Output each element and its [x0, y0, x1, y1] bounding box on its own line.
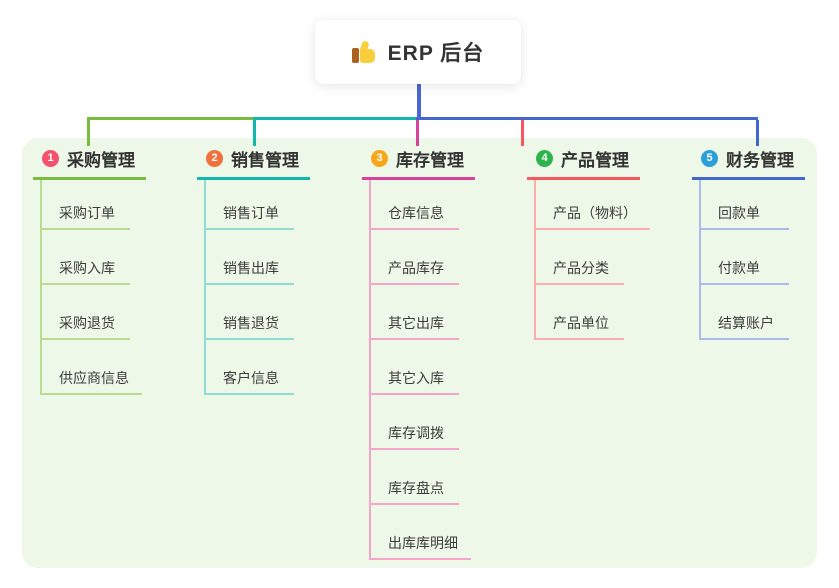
child-node[interactable]: 采购订单	[42, 180, 130, 230]
child-node[interactable]: 产品（物料）	[536, 180, 650, 230]
child-node[interactable]: 回款单	[701, 180, 789, 230]
thumbs-up-icon	[351, 40, 378, 63]
child-node[interactable]: 采购退货	[42, 285, 130, 340]
child-node[interactable]: 产品库存	[371, 230, 459, 285]
branch-label: 销售管理	[231, 150, 299, 170]
child-node[interactable]: 产品分类	[536, 230, 624, 285]
child-node[interactable]: 库存调拨	[371, 395, 459, 450]
bus-line	[87, 117, 254, 120]
child-node[interactable]: 仓库信息	[371, 180, 459, 230]
branch-header[interactable]: 3 库存管理	[362, 146, 475, 180]
branch-number-badge: 5	[701, 149, 718, 167]
child-node[interactable]: 采购入库	[42, 230, 130, 285]
branch-number-badge: 1	[42, 149, 59, 167]
child-node[interactable]: 付款单	[701, 230, 789, 285]
child-node[interactable]: 销售出库	[206, 230, 294, 285]
child-node[interactable]: 供应商信息	[42, 340, 142, 395]
branch-header[interactable]: 5 财务管理	[692, 146, 805, 180]
branch-label: 采购管理	[67, 150, 135, 170]
branch-children: 产品（物料）产品分类产品单位	[534, 180, 650, 340]
child-node[interactable]: 结算账户	[701, 285, 789, 340]
child-node[interactable]: 其它入库	[371, 340, 459, 395]
child-node[interactable]: 库存盘点	[371, 450, 459, 505]
root-title: ERP 后台	[387, 42, 485, 65]
branch-children: 回款单付款单结算账户	[699, 180, 789, 340]
bus-line	[253, 117, 420, 120]
branch-column-1: 1 采购管理 采购订单采购入库采购退货供应商信息	[33, 146, 146, 395]
child-node[interactable]: 产品单位	[536, 285, 624, 340]
branch-children: 仓库信息产品库存其它出库其它入库库存调拨库存盘点出库库明细	[369, 180, 471, 560]
branch-children: 销售订单销售出库销售退货客户信息	[204, 180, 294, 395]
branch-header[interactable]: 1 采购管理	[33, 146, 146, 180]
child-node[interactable]: 销售订单	[206, 180, 294, 230]
branch-column-4: 4 产品管理 产品（物料）产品分类产品单位	[527, 146, 650, 340]
branch-header[interactable]: 4 产品管理	[527, 146, 640, 180]
branch-number-badge: 2	[206, 149, 223, 167]
branch-drop-line	[253, 120, 256, 146]
branch-number-badge: 3	[371, 149, 388, 167]
branch-drop-line	[521, 120, 524, 146]
branch-column-3: 3 库存管理 仓库信息产品库存其它出库其它入库库存调拨库存盘点出库库明细	[362, 146, 475, 560]
branch-children: 采购订单采购入库采购退货供应商信息	[40, 180, 142, 395]
branch-label: 库存管理	[396, 150, 464, 170]
bus-line	[416, 117, 758, 120]
branch-drop-line	[416, 120, 419, 146]
child-node[interactable]: 出库库明细	[371, 505, 471, 560]
child-node[interactable]: 销售退货	[206, 285, 294, 340]
branch-column-5: 5 财务管理 回款单付款单结算账户	[692, 146, 805, 340]
branch-number-badge: 4	[536, 149, 553, 167]
branch-label: 财务管理	[726, 150, 794, 170]
branch-header[interactable]: 2 销售管理	[197, 146, 310, 180]
branch-column-2: 2 销售管理 销售订单销售出库销售退货客户信息	[197, 146, 310, 395]
child-node[interactable]: 其它出库	[371, 285, 459, 340]
branch-label: 产品管理	[561, 150, 629, 170]
root-stem-line	[417, 84, 421, 120]
root-node[interactable]: ERP 后台	[315, 20, 521, 84]
child-node[interactable]: 客户信息	[206, 340, 294, 395]
branch-drop-line	[756, 120, 759, 146]
branch-drop-line	[87, 120, 90, 146]
branches-background-panel	[22, 138, 817, 568]
